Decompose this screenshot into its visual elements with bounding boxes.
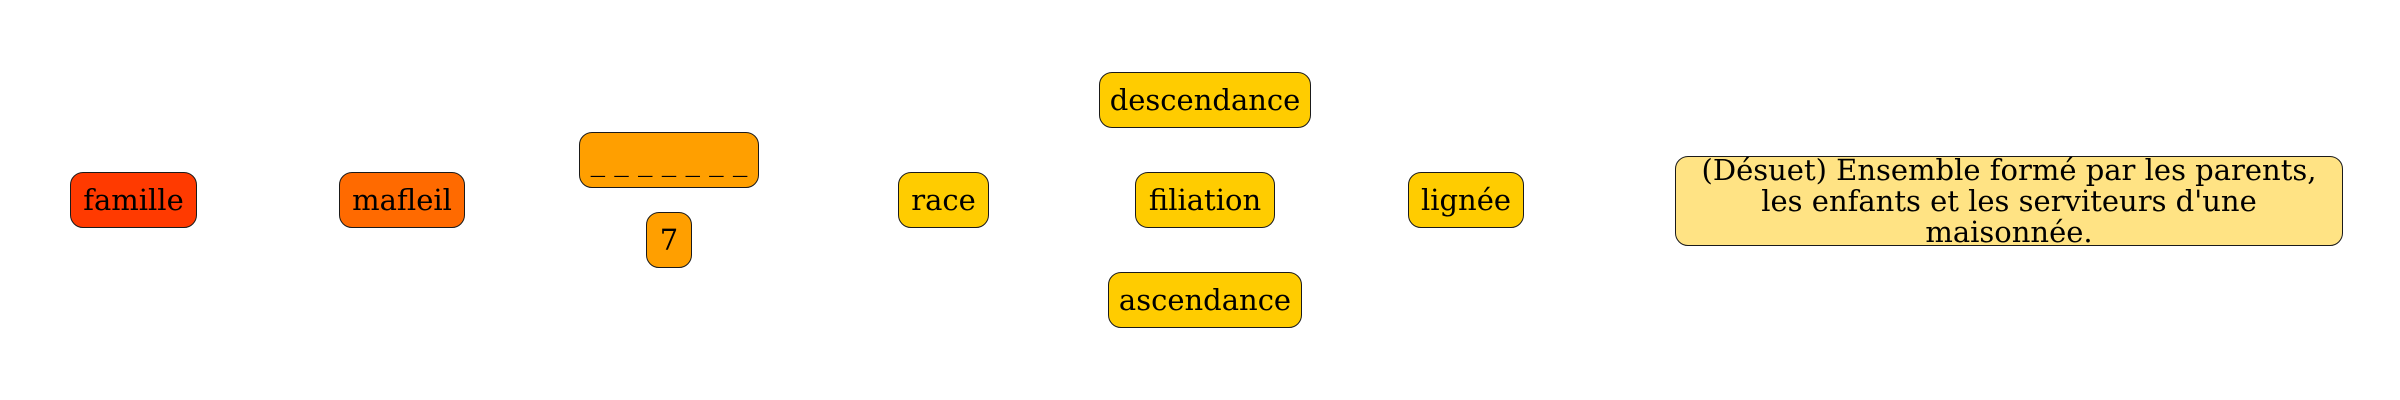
node-letter-count: 7: [646, 212, 692, 268]
node-mafleil: mafleil: [339, 172, 465, 228]
node-race: race: [898, 172, 989, 228]
node-ascendance: ascendance: [1108, 272, 1302, 328]
node-definition: (Désuet) Ensemble formé par les parents,…: [1675, 154, 2343, 247]
node-blank-letters: _ _ _ _ _ _ _: [579, 132, 759, 188]
node-lignee: lignée: [1408, 172, 1524, 228]
node-filiation: filiation: [1135, 172, 1275, 228]
node-descendance: descendance: [1099, 72, 1311, 128]
node-famille: famille: [70, 172, 197, 228]
